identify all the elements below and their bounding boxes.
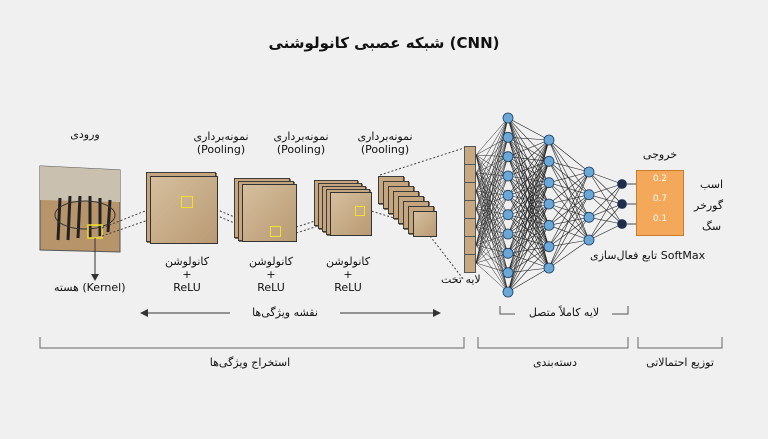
network-edges [475,117,636,293]
feature-maps-label: نقشه ویژگی‌ها [230,306,340,319]
section-probabilistic-distribution: توزیع احتمالاتی [646,356,714,369]
prob-zebra: 0.7 [652,194,668,204]
pooling-label-1: نمونه‌برداری(Pooling) [193,130,249,156]
kernel-box-1 [181,196,193,208]
neuron-l1-6 [502,209,514,221]
section-classification: دسته‌بندی [532,356,578,369]
neuron-l2-1 [543,134,555,146]
neuron-l3-2 [583,189,595,201]
kernel-label: هسته (Kernel) [54,281,126,294]
neuron-l1-1 [502,112,514,124]
section-feature-extraction: استخراج ویژگی‌ها [209,356,291,369]
neuron-l2-2 [543,155,555,167]
pooling-label-3: نمونه‌برداری(Pooling) [357,130,413,156]
neuron-l2-6 [543,241,555,253]
conv-label-1: کانولوشن+ReLU [165,255,209,294]
fc-label: لایه کاملاً متصل [528,306,600,319]
input-label: ورودی [70,128,100,141]
conv-label-3: کانولوشن+ReLU [326,255,370,294]
neuron-l1-8 [502,247,514,259]
softmax-label: تابع فعال‌سازی SoftMax [590,249,706,262]
neuron-l2-5 [543,219,555,231]
neuron-l1-9 [502,267,514,279]
neuron-l3-3 [583,211,595,223]
neuron-l1-5 [502,189,514,201]
neuron-l4-1 [617,179,627,189]
diagram-title: شبکه عصبی کانولوشنی (CNN) [268,34,500,52]
section-brackets [39,337,723,349]
output-probability-box [636,170,684,236]
neuron-l1-7 [502,228,514,240]
network-nodes [502,112,627,298]
neuron-l2-3 [543,177,555,189]
neuron-l2-4 [543,198,555,210]
kernel-box-3 [355,206,365,216]
neuron-l3-4 [583,234,595,246]
output-label: خروجی [642,148,678,161]
class-dog: سگ [702,220,722,233]
kernel-box-2 [270,226,281,237]
input-image [39,165,121,253]
neuron-l1-10 [502,286,514,298]
prob-dog: 0.1 [652,214,668,224]
neuron-l2-7 [543,262,555,274]
fc-bracket [499,306,629,315]
neuron-l4-2 [617,199,627,209]
prob-horse: 0.2 [652,174,668,184]
neuron-l1-4 [502,170,514,182]
class-horse: اسب [700,178,724,191]
neuron-l3-1 [583,166,595,178]
neuron-l1-2 [502,131,514,143]
conv-label-2: کانولوشن+ReLU [249,255,293,294]
neuron-l1-3 [502,151,514,163]
class-zebra: گورخر [694,199,724,212]
neuron-l4-3 [617,219,627,229]
pooling-label-2: نمونه‌برداری(Pooling) [273,130,329,156]
flatten-label: لایه تخت [441,273,481,286]
